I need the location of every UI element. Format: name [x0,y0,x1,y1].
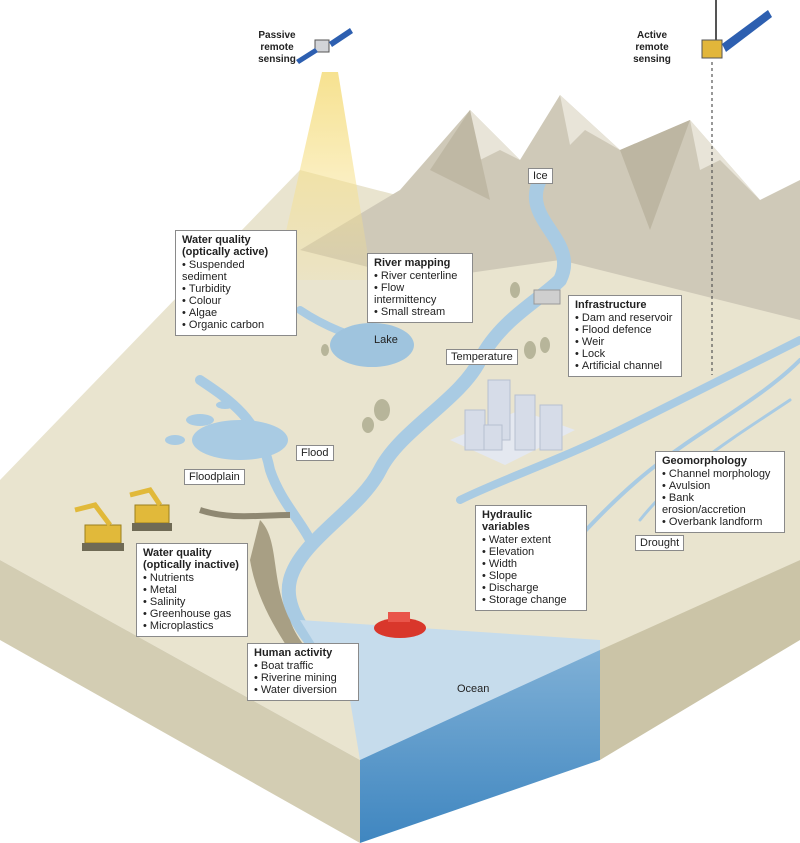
box-title: Infrastructure [575,299,647,311]
box-title: Hydraulic variables [482,509,533,533]
active-label-line1: Active [636,30,667,41]
city-buildings [450,379,575,465]
human-activity-box: Human activity Boat traffic Riverine min… [247,643,359,701]
active-label-line3: sensing [633,54,671,65]
list-item: Artificial channel [575,360,675,372]
list-item: River centerline [374,270,466,282]
land-left-side [0,560,360,843]
list-item: Colour [182,295,290,307]
boat-icon [374,612,426,638]
list-item: Elevation [482,546,580,558]
ice-tag: Ice [528,168,553,184]
hydraulic-variables-box: Hydraulic variables Water extent Elevati… [475,505,587,611]
list-item: Dam and reservoir [575,312,675,324]
list-item: Flood defence [575,324,675,336]
lake-label: Lake [374,334,398,346]
drought-tag: Drought [635,535,685,551]
list-item: Weir [575,336,675,348]
dam [533,289,561,305]
water-quality-active-box: Water quality (optically active) Suspend… [175,230,297,336]
list-item: Slope [482,570,580,582]
item-list: Channel morphology Avulsion Bank erosion… [662,468,778,528]
list-item: Suspended sediment [182,259,290,283]
list-item: Greenhouse gas [143,608,241,620]
river-mapping-box: River mapping River centerline Flow inte… [367,253,473,323]
active-sensing-label: Active remote sensing [627,30,677,66]
list-item: Riverine mining [254,672,352,684]
passive-label-line1: Passive [258,30,296,41]
list-item: Channel morphology [662,468,778,480]
list-item: Microplastics [143,620,241,632]
box-title: Water quality [182,234,251,246]
list-item: Width [482,558,580,570]
land-right-side [600,560,800,760]
box-title-sub: (optically active) [182,246,269,258]
list-item: Lock [575,348,675,360]
list-item: Water diversion [254,684,352,696]
floodplain-tag: Floodplain [184,469,245,485]
item-list: River centerline Flow intermittency Smal… [374,270,466,318]
list-item: Organic carbon [182,319,290,331]
excavator-icon [74,487,172,551]
lake-water [330,323,414,367]
passive-label-line2: remote [260,42,294,53]
list-item: Storage change [482,594,580,606]
flood-water [192,420,288,460]
list-item: Small stream [374,306,466,318]
box-title-sub: (optically inactive) [143,559,239,571]
item-list: Suspended sediment Turbidity Colour Alga… [182,259,290,331]
item-list: Boat traffic Riverine mining Water diver… [254,660,352,696]
active-label-line2: remote [635,42,669,53]
list-item: Discharge [482,582,580,594]
box-title: River mapping [374,257,451,269]
box-title: Water quality [143,547,212,559]
flood-tag: Flood [296,445,334,461]
water-quality-inactive-box: Water quality (optically inactive) Nutri… [136,543,248,637]
sediment-plume [250,520,350,700]
list-item: Metal [143,584,241,596]
list-item: Water extent [482,534,580,546]
passive-sensing-label: Passive remote sensing [252,30,302,66]
list-item: Nutrients [143,572,241,584]
infrastructure-box: Infrastructure Dam and reservoir Flood d… [568,295,682,377]
trees [321,282,550,433]
sensor-beam [275,72,372,280]
temperature-tag: Temperature [446,349,518,365]
passive-label-line3: sensing [258,54,296,65]
ocean-label: Ocean [457,683,490,695]
list-item: Flow intermittency [374,282,466,306]
list-item: Turbidity [182,283,290,295]
item-list: Water extent Elevation Width Slope Disch… [482,534,580,606]
box-title: Geomorphology [662,455,747,467]
item-list: Dam and reservoir Flood defence Weir Loc… [575,312,675,372]
list-item: Algae [182,307,290,319]
item-list: Nutrients Metal Salinity Greenhouse gas … [143,572,241,632]
passive-satellite-icon [296,28,353,64]
box-title: Human activity [254,647,333,659]
list-item: Overbank landform [662,516,778,528]
active-satellite-icon [701,0,772,375]
ocean-side [360,650,600,843]
geomorphology-box: Geomorphology Channel morphology Avulsio… [655,451,785,533]
list-item: Bank erosion/accretion [662,492,778,516]
list-item: Boat traffic [254,660,352,672]
list-item: Salinity [143,596,241,608]
list-item: Avulsion [662,480,778,492]
